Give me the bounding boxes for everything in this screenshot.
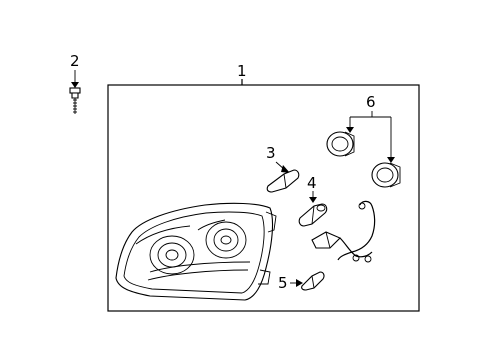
screw-fastener (69, 70, 81, 114)
bulb-3 (266, 169, 300, 193)
callout-3-label: 3 (266, 144, 276, 162)
callout-2-label: 2 (70, 52, 80, 70)
callout-4-label: 4 (307, 174, 317, 192)
wiring-harness (311, 200, 376, 263)
assembly-frame (107, 84, 420, 312)
callout-1-label: 1 (237, 62, 247, 80)
bulb-5 (301, 271, 325, 291)
headlamp-assembly (115, 202, 277, 301)
retaining-ring-lower (371, 162, 401, 188)
retaining-ring-upper (326, 131, 355, 157)
callout-6-label: 6 (366, 93, 376, 111)
bulb-4 (298, 203, 328, 227)
callout-5-label: 5 (278, 274, 288, 292)
